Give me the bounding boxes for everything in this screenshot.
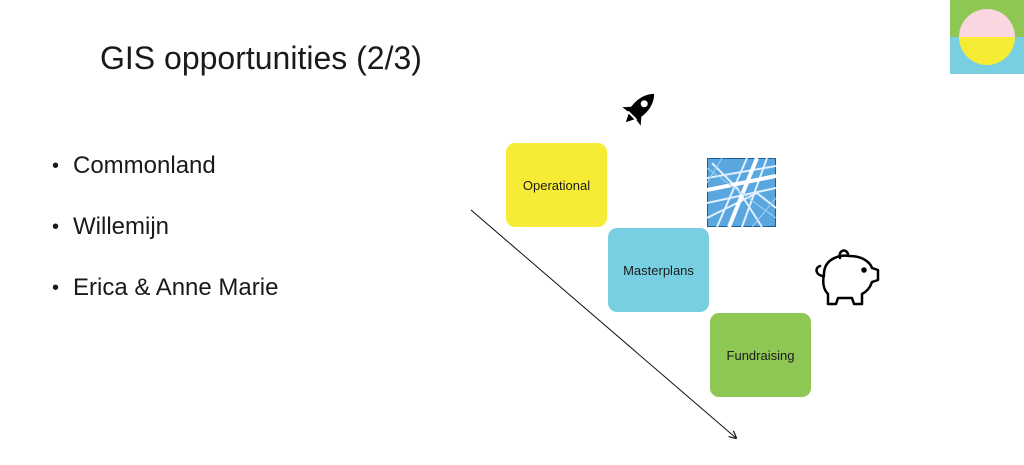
- bullet-item: • Commonland: [52, 150, 278, 211]
- fundraising-box: Fundraising: [710, 313, 811, 397]
- operational-label: Operational: [522, 177, 591, 193]
- map-icon: [707, 158, 776, 227]
- fundraising-label: Fundraising: [726, 347, 795, 363]
- piggy-bank-icon: [815, 249, 880, 306]
- bullet-text: Willemijn: [73, 213, 169, 240]
- brand-logo: [950, 0, 1024, 74]
- bullet-list: • Commonland • Willemijn • Erica & Anne …: [52, 150, 278, 333]
- bullet-marker: •: [52, 155, 60, 177]
- bullet-text: Commonland: [73, 152, 216, 179]
- bullet-item: • Willemijn: [52, 211, 278, 272]
- operational-box: Operational: [506, 143, 607, 227]
- bullet-marker: •: [52, 277, 60, 299]
- rocket-icon: [622, 93, 655, 126]
- bullet-item: • Erica & Anne Marie: [52, 272, 278, 333]
- masterplans-box: Masterplans: [608, 228, 709, 312]
- bullet-text: Erica & Anne Marie: [73, 274, 279, 301]
- slide-title: GIS opportunities (2/3): [100, 40, 422, 76]
- masterplans-label: Masterplans: [623, 262, 694, 278]
- bullet-marker: •: [52, 216, 60, 238]
